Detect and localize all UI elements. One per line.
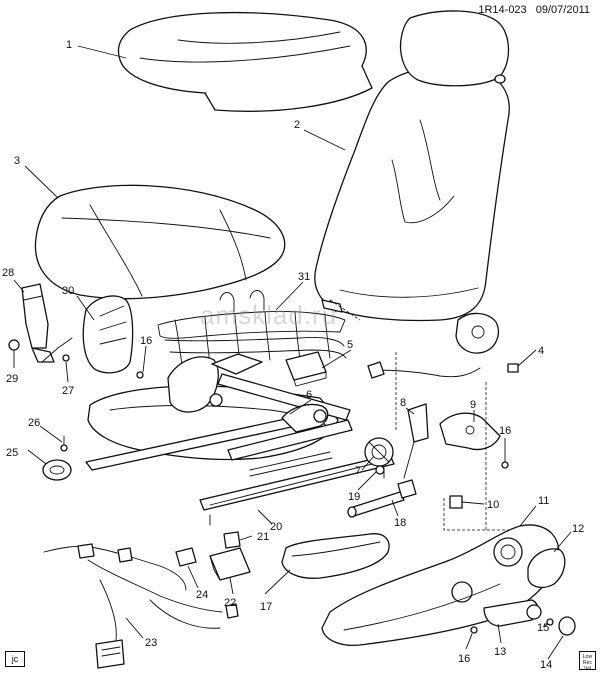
recycle-mark-line-1: Low: [582, 654, 593, 660]
illustration-id: 1R14-023: [478, 4, 527, 16]
callout-29: 29: [6, 373, 18, 385]
callout-16-lower: 16: [458, 653, 470, 665]
part-seat-frame: [85, 353, 395, 526]
watermark: amsklad.ru: [200, 300, 338, 330]
part-switch-module: [209, 531, 251, 581]
part-seat-cushion-cover: [34, 184, 286, 300]
part-trim-cap: [546, 616, 576, 636]
callout-20: 20: [270, 521, 282, 533]
callout-19: 19: [348, 491, 360, 503]
callout-6: 6: [306, 389, 312, 401]
assembly-lines: [329, 299, 520, 531]
callout-10: 10: [487, 499, 499, 511]
callout-18: 18: [394, 517, 406, 529]
recycle-mark: Low Rec Vol: [579, 651, 596, 672]
callout-labels: 1 2 3 4 5 6 7 8 9 10 11 12 13 14 15 16 1…: [2, 39, 584, 671]
callout-25: 25: [6, 447, 18, 459]
part-recliner-bracket: [439, 412, 501, 451]
callout-8: 8: [400, 397, 406, 409]
callout-12: 12: [572, 523, 584, 535]
part-seat-belt-buckle: [21, 283, 73, 363]
callout-23: 23: [145, 637, 157, 649]
part-side-trim-panel: [82, 295, 134, 374]
part-connector: [175, 547, 197, 567]
callout-5: 5: [347, 339, 353, 351]
callout-26: 26: [28, 417, 40, 429]
illustration-date: 09/07/2011: [535, 4, 590, 16]
part-screw: [60, 435, 68, 452]
callout-15: 15: [537, 622, 549, 634]
callout-3: 3: [14, 155, 20, 167]
callout-16-right: 16: [499, 425, 511, 437]
callout-14: 14: [540, 659, 552, 671]
corner-tag: jc: [5, 651, 25, 667]
callout-16-upper: 16: [140, 335, 152, 347]
part-recliner-knob: [527, 548, 566, 589]
callout-2: 2: [294, 119, 300, 131]
callout-31: 31: [298, 271, 310, 283]
part-spring-mat: [157, 290, 347, 366]
callout-11: 11: [538, 495, 549, 507]
leader-lines: [13, 45, 572, 660]
callout-24: 24: [196, 589, 208, 601]
callout-22: 22: [224, 597, 236, 609]
callout-21: 21: [257, 531, 269, 543]
part-wiring-harness: [43, 543, 239, 669]
callout-9: 9: [470, 399, 476, 411]
callout-30: 30: [62, 285, 74, 297]
fastener-group-left: [8, 339, 509, 634]
part-seat-back-cover: [117, 11, 373, 112]
callout-17: 17: [260, 601, 272, 613]
callout-7: 7: [355, 465, 361, 477]
part-release-bar: [347, 479, 417, 518]
diagram-header: 1R14-023 09/07/2011: [472, 4, 590, 16]
callout-4: 4: [538, 345, 544, 357]
callout-13: 13: [494, 646, 506, 658]
recycle-mark-line-3: Vol: [584, 666, 591, 672]
callout-1: 1: [66, 39, 72, 51]
recycle-mark-line-2: Rec: [583, 660, 592, 666]
part-seat-back: [314, 10, 510, 322]
part-inner-trim: [281, 533, 390, 579]
part-adjuster-handle: [483, 599, 542, 627]
callout-27: 27: [62, 385, 74, 397]
callout-28: 28: [2, 267, 14, 279]
part-track-handle: [42, 459, 72, 481]
part-lever: [403, 403, 429, 479]
part-bracket: [285, 351, 327, 387]
part-bolt: [449, 495, 463, 509]
part-seat-back-hardware: [367, 312, 519, 379]
